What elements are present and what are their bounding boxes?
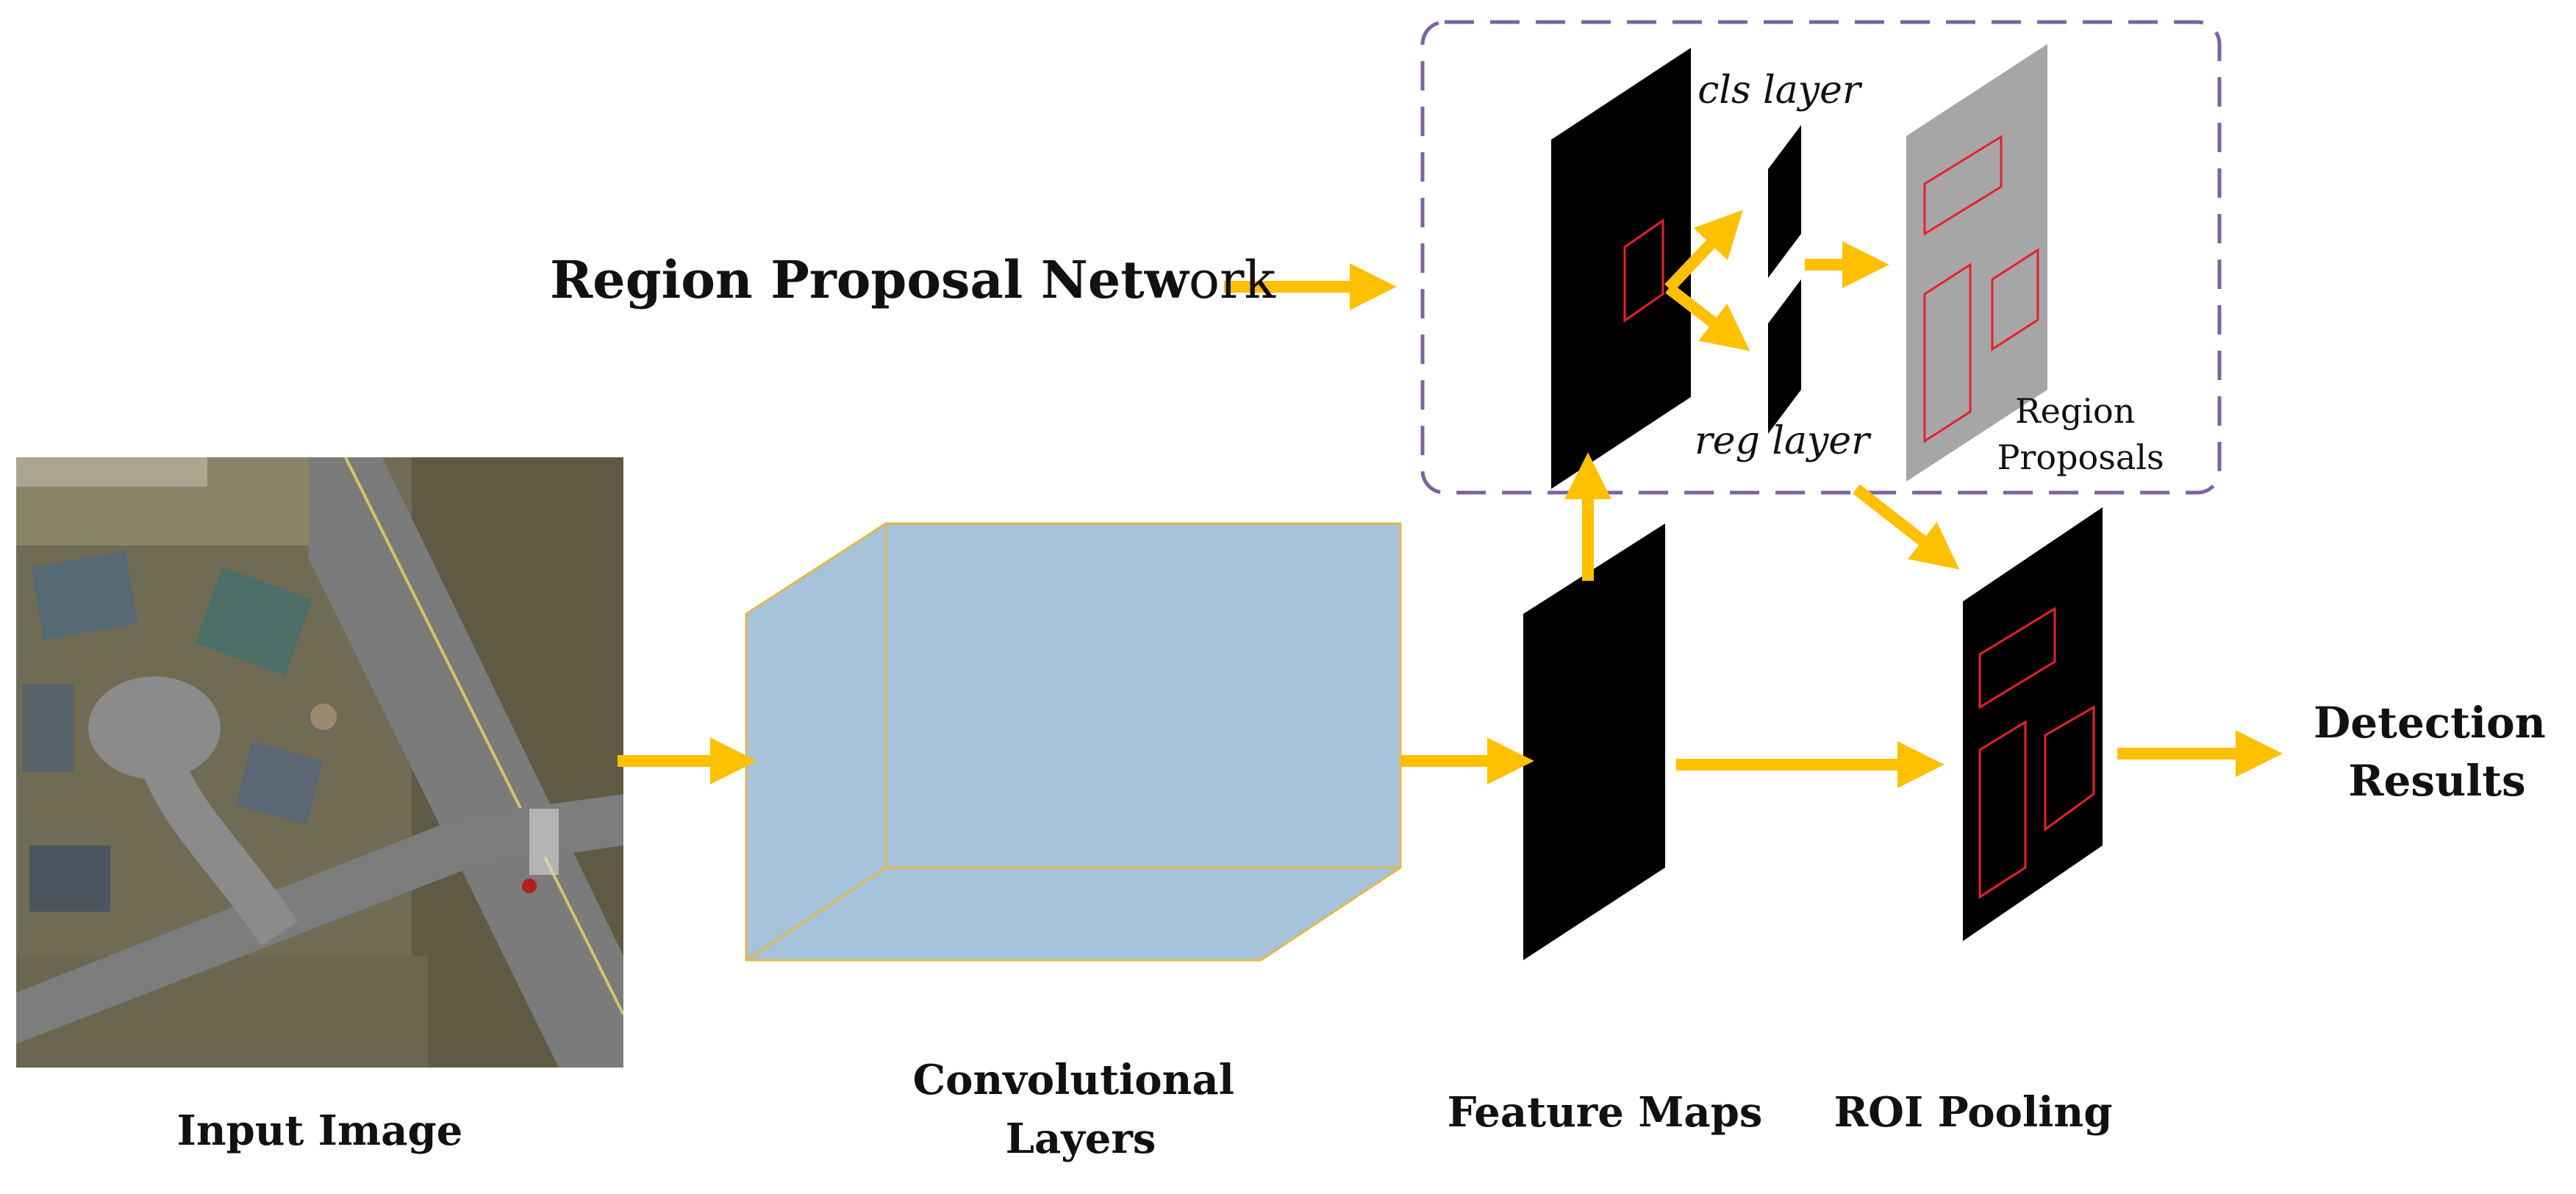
roi-pooling-panel [1963, 507, 2103, 941]
reg-layer-label: reg layer [1695, 419, 1872, 463]
detection-results-label: Detection Results [2314, 698, 2561, 806]
cls-layer-bar [1768, 125, 1801, 278]
arrow-to-reg [1665, 283, 1750, 351]
roi-pooling-label: ROI Pooling [1834, 1088, 2113, 1137]
reg-layer-bar [1768, 279, 1801, 434]
region-proposals-label: Region Proposals [1997, 391, 2164, 477]
arrow-reg-to-roi [1853, 484, 1960, 570]
rpn-region-box [1420, 20, 2222, 495]
rpn-feature-map [1551, 48, 1691, 489]
convolutional-block [745, 522, 1402, 962]
arrows [618, 210, 2283, 788]
conv-layers-label: Convolutional Layers [913, 1056, 1249, 1163]
arrow-to-cls [1664, 210, 1743, 293]
input-image-label: Input Image [177, 1107, 463, 1155]
rpn-label: Region Proposal Network [550, 249, 1276, 310]
region-proposals-panel [1906, 44, 2047, 482]
feature-maps-label: Feature Maps [1448, 1088, 1763, 1137]
input-image [16, 457, 623, 1068]
cls-layer-label: cls layer [1697, 68, 1863, 112]
feature-map [1523, 523, 1665, 960]
